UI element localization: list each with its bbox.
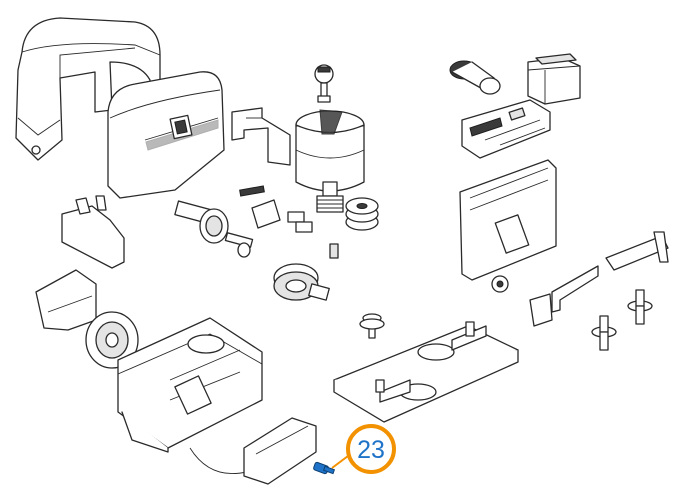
part-motor — [295, 109, 365, 213]
part-gearbox-base — [117, 317, 263, 453]
part-side-bracket — [231, 107, 291, 166]
callout-label: 23 — [357, 436, 385, 464]
part-cable-clip — [61, 195, 125, 269]
callout-ring — [346, 424, 396, 474]
part-gear-shaft — [174, 200, 254, 258]
part-gear-wheel — [85, 311, 139, 369]
part-foundation-plate — [333, 321, 519, 423]
part-limit-switch-brackets — [529, 231, 669, 327]
part-control-board — [461, 99, 551, 159]
part-mounting-plate — [459, 159, 557, 293]
part-ring-stack — [345, 197, 379, 231]
callout-badge-23[interactable]: 23 — [346, 424, 396, 474]
part-small-bolt — [359, 313, 385, 339]
part-worm-connector — [239, 185, 339, 259]
part-lower-cover — [243, 417, 317, 485]
part-release-key — [314, 64, 334, 103]
part-highlighted-screw — [313, 455, 349, 475]
part-anchor-bolts — [591, 289, 653, 351]
part-front-cover-with-badge — [107, 71, 225, 199]
part-capacitor — [449, 60, 501, 95]
part-side-cap — [35, 269, 97, 331]
part-transformer — [527, 53, 581, 105]
part-pinion-gear — [273, 263, 330, 301]
part-cover-housing — [15, 17, 161, 161]
